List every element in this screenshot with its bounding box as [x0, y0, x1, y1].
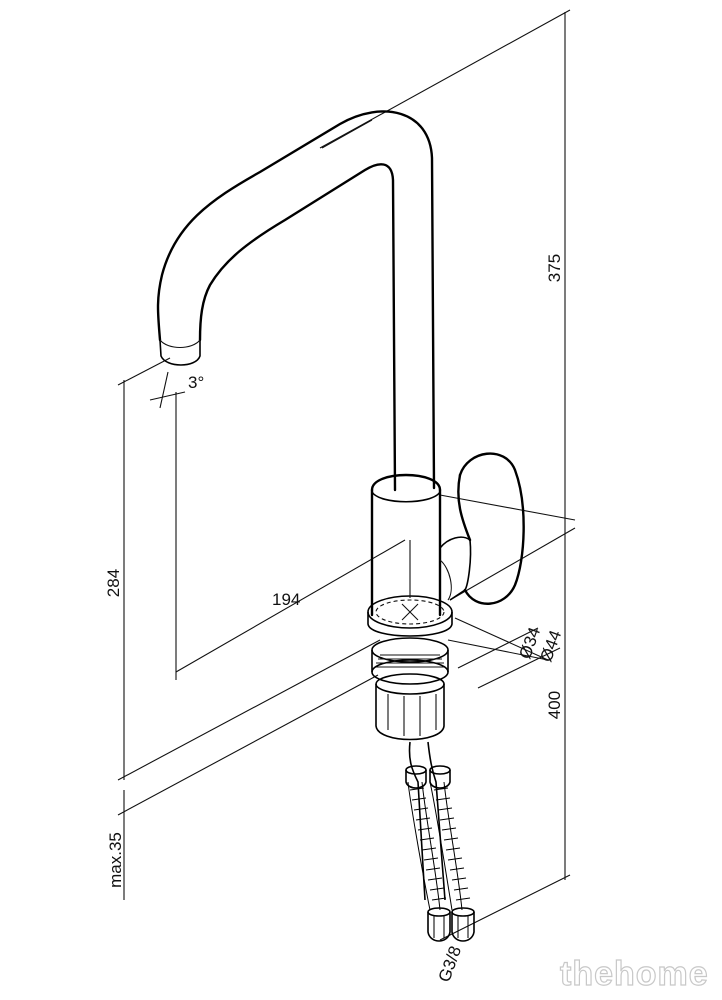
max-thickness-label: max.35 — [106, 832, 125, 888]
mounting-base — [367, 540, 453, 741]
dimension-lines — [117, 9, 576, 941]
faucet-spout — [156, 110, 436, 492]
lever-handle — [439, 452, 525, 605]
faucet-body — [370, 473, 442, 617]
watermark-logo: thehome — [560, 955, 709, 993]
spout-height-label: 284 — [104, 569, 123, 597]
hose-length-label: 400 — [545, 691, 564, 719]
thread-size-label: G3/8 — [435, 944, 465, 985]
spout-reach-label: 194 — [272, 590, 300, 609]
spout-angle-label: 3° — [188, 373, 204, 392]
height-total-label: 375 — [545, 254, 564, 282]
supply-hoses — [405, 741, 475, 942]
